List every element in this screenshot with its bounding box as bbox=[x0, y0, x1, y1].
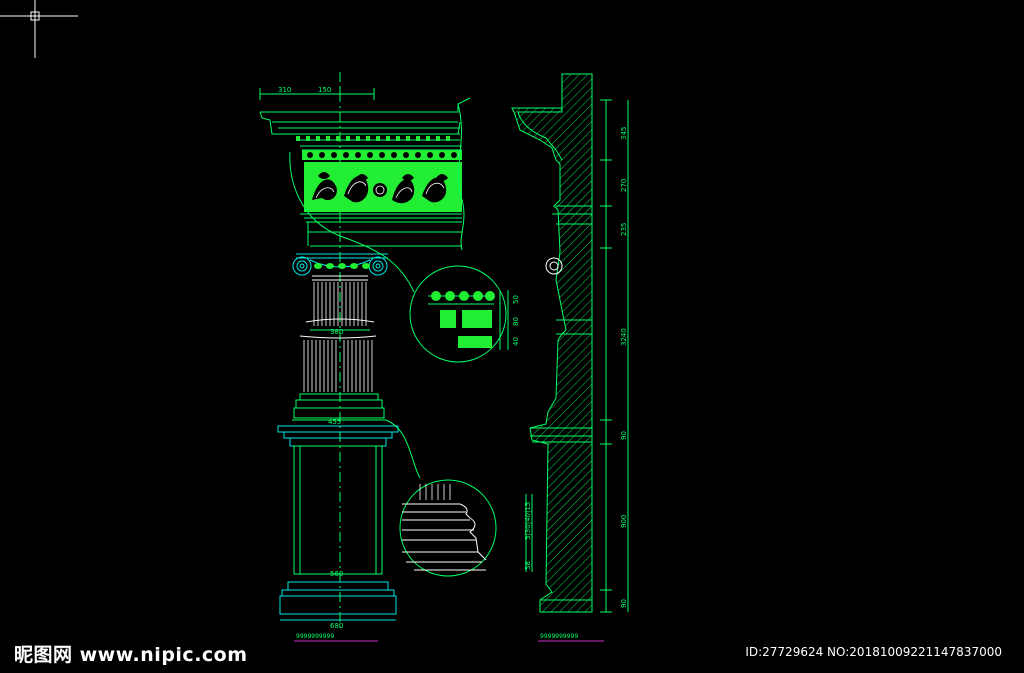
dim-r-90a: 90 bbox=[620, 431, 628, 440]
entablature bbox=[259, 97, 471, 251]
dim-shaft-380: 380 bbox=[330, 328, 343, 336]
watermark-id: ID:27729624 NO:20181009221147837000 bbox=[745, 645, 1002, 659]
dim-r-90b: 90 bbox=[620, 599, 628, 608]
scale-label-right: 9999999999 bbox=[540, 633, 578, 640]
dim-top-310: 310 bbox=[278, 86, 291, 94]
dim-plinth-680: 680 bbox=[330, 622, 343, 630]
dim-r-900: 900 bbox=[620, 515, 628, 528]
dentil-row bbox=[296, 136, 450, 141]
column-section bbox=[511, 73, 629, 613]
watermark-site: 昵图网 www.nipic.com bbox=[14, 644, 248, 666]
dim-r-270: 270 bbox=[620, 179, 628, 192]
dim-r-345: 345 bbox=[620, 127, 628, 140]
crosshair-cursor-icon bbox=[0, 0, 78, 58]
dim-top-150: 150 bbox=[318, 86, 331, 94]
detail-callout-base bbox=[385, 419, 533, 577]
dim-r-235: 235 bbox=[620, 223, 628, 236]
dim-r-3240: 3240 bbox=[620, 328, 628, 346]
dim-plinth-560: 560 bbox=[330, 570, 343, 578]
pedestal bbox=[277, 425, 399, 621]
dim-detail1-80: 80 bbox=[512, 317, 520, 326]
column-elevation bbox=[259, 72, 471, 632]
dim-detail1-40: 40 bbox=[512, 337, 520, 346]
detail-callout-capital bbox=[289, 151, 509, 363]
dim-detail1-50: 50 bbox=[512, 295, 520, 304]
dim-base-455: 455 bbox=[328, 418, 341, 426]
column-base bbox=[292, 393, 386, 421]
scale-label-left: 9999999999 bbox=[296, 633, 334, 640]
top-dimension bbox=[259, 88, 375, 100]
dim-detail2-58: 58 bbox=[524, 561, 532, 570]
section-hatch bbox=[511, 73, 593, 613]
ionic-capital bbox=[292, 253, 388, 281]
ornamental-frieze bbox=[304, 162, 462, 212]
dim-detail2-values: 5|30|40|15 bbox=[524, 502, 532, 540]
lower-shaft-flutes bbox=[303, 340, 373, 392]
